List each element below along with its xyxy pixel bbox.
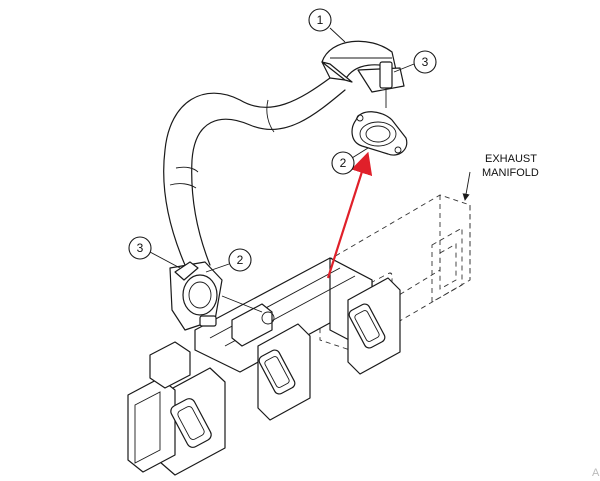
gasket-top bbox=[351, 111, 408, 156]
callout-1: 1 bbox=[308, 8, 346, 43]
svg-text:1: 1 bbox=[317, 13, 324, 27]
callout-2-left: 2 bbox=[205, 248, 252, 273]
callout-3-left: 3 bbox=[128, 236, 181, 269]
exhaust-label-leader bbox=[462, 171, 471, 201]
svg-text:3: 3 bbox=[137, 241, 144, 255]
exhaust-label-line1: EXHAUST bbox=[485, 153, 537, 165]
svg-text:2: 2 bbox=[340, 156, 347, 170]
svg-text:2: 2 bbox=[237, 253, 244, 267]
watermark-letter: A bbox=[592, 467, 600, 479]
highlight-arrow bbox=[326, 151, 373, 279]
tube-assembly bbox=[163, 40, 405, 331]
callout-2-top: 2 bbox=[331, 147, 369, 175]
svg-text:3: 3 bbox=[422, 55, 429, 69]
exhaust-manifold bbox=[127, 257, 401, 476]
callout-3-top: 3 bbox=[393, 50, 437, 74]
exhaust-label-line2: MANIFOLD bbox=[482, 167, 539, 179]
alignment-leader bbox=[221, 295, 263, 313]
